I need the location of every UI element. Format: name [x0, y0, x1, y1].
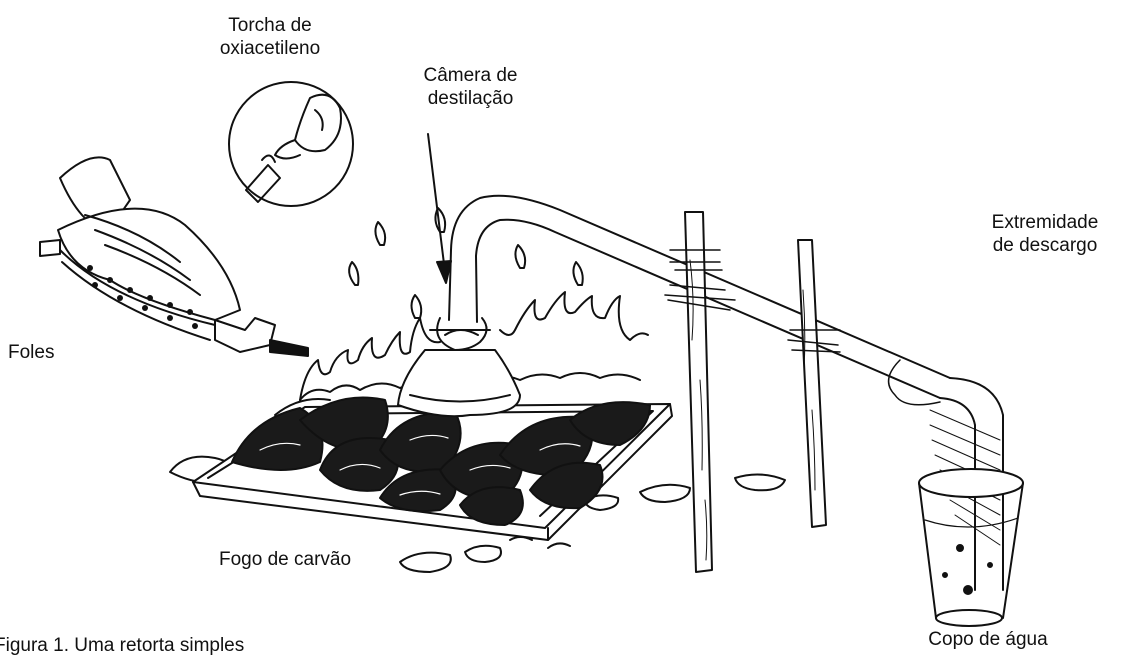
label-chamber-line2: destilação [427, 88, 514, 109]
label-charcoal-fire: Fogo de carvão [219, 549, 352, 570]
flames [299, 207, 649, 401]
stakes [664, 211, 841, 573]
distillation-chamber [397, 317, 521, 418]
torch-inset [228, 81, 354, 207]
label-bellows: Foles [8, 342, 55, 363]
label-torch-line1: Torcha de [228, 15, 312, 36]
label-torch-line2: oxiacetileno [219, 38, 321, 59]
label-distillation-chamber: Câmera de destilação [403, 64, 538, 110]
water-cup [918, 468, 1024, 627]
pipe [448, 194, 1004, 591]
label-water-cup: Copo de água [928, 629, 1048, 650]
chamber-pointer [427, 133, 452, 284]
coal-pile [231, 396, 651, 526]
label-discharge-line1: Extremidade [991, 212, 1099, 233]
label-discharge-end: Extremidade de descargo [970, 211, 1120, 257]
label-chamber-line1: Câmera de [423, 65, 518, 86]
coal-highlights [259, 434, 581, 496]
bellows [39, 156, 309, 357]
figure-caption: Figura 1. Uma retorta simples [0, 635, 245, 655]
label-oxyacetylene-torch: Torcha de oxiacetileno [200, 14, 340, 60]
label-discharge-line2: de descargo [992, 235, 1098, 256]
